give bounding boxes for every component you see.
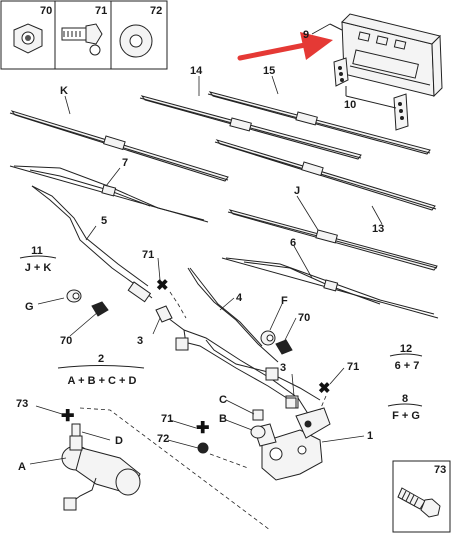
formula-2-number: 2 bbox=[98, 353, 104, 365]
formula-11-expr: J + K bbox=[25, 262, 52, 274]
svg-text:✚: ✚ bbox=[196, 420, 209, 437]
inset-label-71: 71 bbox=[95, 5, 107, 17]
dashed-guides bbox=[79, 291, 327, 531]
screw-71-cross-a: ✖ bbox=[156, 277, 169, 294]
motor-mount-1 bbox=[253, 407, 331, 481]
linkage-1 bbox=[167, 317, 321, 421]
callout-B: B bbox=[219, 413, 227, 425]
callout-71a: 71 bbox=[142, 249, 154, 261]
callout-4: 4 bbox=[236, 292, 243, 304]
formula-8-number: 8 bbox=[402, 393, 408, 405]
callout-71c: 71 bbox=[161, 413, 173, 425]
formula-12: 12 6 + 7 bbox=[389, 343, 423, 372]
screw-icon bbox=[61, 23, 103, 56]
callout-10: 10 bbox=[344, 99, 356, 111]
bolt-icon bbox=[397, 487, 441, 518]
nut-70b bbox=[275, 339, 293, 355]
blade-13 bbox=[214, 139, 437, 211]
callout-13: 13 bbox=[372, 223, 384, 235]
nut-icon bbox=[13, 23, 43, 54]
callout-73: 73 bbox=[16, 398, 28, 410]
callout-A: A bbox=[18, 461, 26, 473]
grommet-G bbox=[66, 289, 82, 303]
formula-11: 11 J + K bbox=[19, 245, 57, 274]
inset-box-70: 70 bbox=[0, 0, 56, 70]
red-arrow-icon bbox=[237, 32, 333, 61]
washer-72-dot bbox=[197, 442, 209, 454]
callout-14: 14 bbox=[190, 65, 203, 77]
pin-D bbox=[71, 423, 81, 437]
washer-icon bbox=[119, 24, 153, 58]
callout-F: F bbox=[281, 295, 288, 307]
blade-J bbox=[227, 209, 438, 271]
blade-6 bbox=[221, 257, 439, 319]
spindle-3b bbox=[285, 397, 297, 409]
callout-3b: 3 bbox=[280, 362, 286, 374]
bolt-73-plus: ✚ bbox=[61, 408, 74, 425]
formula-12-number: 12 bbox=[400, 343, 412, 355]
wiper-motor-A bbox=[61, 435, 141, 511]
leader-lines bbox=[29, 23, 383, 465]
svg-text:✖: ✖ bbox=[156, 277, 169, 294]
wiper-arm-4 bbox=[187, 267, 279, 363]
inset-box-72: 72 bbox=[110, 0, 168, 70]
formula-2-expr: A + B + C + D bbox=[68, 375, 137, 387]
clip-10-left bbox=[333, 57, 349, 87]
callout-70b: 70 bbox=[298, 312, 310, 324]
svg-text:✚: ✚ bbox=[61, 408, 74, 425]
callout-9: 9 bbox=[303, 29, 309, 41]
callout-5: 5 bbox=[101, 215, 107, 227]
callout-70a: 70 bbox=[60, 335, 72, 347]
inset-box-71: 71 bbox=[54, 0, 112, 70]
bracket-9 bbox=[341, 13, 443, 98]
nut-70a bbox=[91, 301, 109, 317]
wiper-arm-5 bbox=[31, 185, 153, 303]
inset-label-72: 72 bbox=[150, 5, 162, 17]
callout-71b: 71 bbox=[347, 361, 359, 373]
callout-3a: 3 bbox=[137, 335, 143, 347]
svg-text:✖: ✖ bbox=[318, 380, 331, 397]
blade-7 bbox=[9, 165, 209, 223]
callout-7: 7 bbox=[122, 157, 128, 169]
blade-15 bbox=[207, 91, 431, 155]
blade-K bbox=[9, 110, 229, 182]
bush-C bbox=[252, 409, 264, 421]
callout-72: 72 bbox=[157, 433, 169, 445]
grommet-F bbox=[260, 330, 276, 346]
inset-label-70: 70 bbox=[40, 5, 52, 17]
callout-6: 6 bbox=[290, 237, 296, 249]
screw-71-cross-b: ✖ bbox=[318, 380, 331, 397]
formula-11-number: 11 bbox=[31, 245, 43, 257]
inset-label-73: 73 bbox=[434, 464, 446, 476]
screw-71-plus-c: ✚ bbox=[196, 420, 209, 437]
formula-8: 8 F + G bbox=[387, 393, 423, 422]
bush-B bbox=[250, 425, 266, 439]
callout-C: C bbox=[219, 394, 227, 406]
callout-D: D bbox=[115, 435, 123, 447]
callout-K: K bbox=[60, 85, 68, 97]
formula-2: 2 A + B + C + D bbox=[57, 353, 145, 387]
callout-G: G bbox=[25, 301, 34, 313]
blade-14 bbox=[139, 95, 362, 160]
callout-1: 1 bbox=[367, 430, 373, 442]
callout-J: J bbox=[294, 185, 300, 197]
clip-10-right bbox=[393, 93, 409, 131]
formula-12-expr: 6 + 7 bbox=[395, 360, 420, 372]
inset-box-73: 73 bbox=[392, 460, 451, 533]
formula-8-expr: F + G bbox=[392, 410, 420, 422]
callout-15: 15 bbox=[263, 65, 275, 77]
